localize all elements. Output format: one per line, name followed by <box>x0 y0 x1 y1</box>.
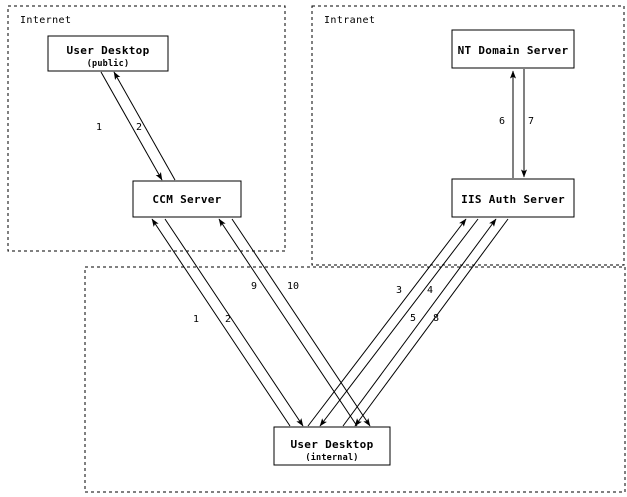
flow-label-6: 6 <box>499 116 505 127</box>
flow-line-9 <box>218 218 358 427</box>
zone-internal-box <box>84 266 626 493</box>
flow-label-1-internal: 1 <box>193 314 199 325</box>
node-user-desktop-internal-subtitle: (internal) <box>305 452 358 463</box>
flow-lines <box>100 69 527 427</box>
zone-boxes <box>7 5 626 493</box>
flow-line-1-public <box>100 71 163 181</box>
flow-line-1-internal <box>151 218 291 427</box>
flow-label-7: 7 <box>528 116 534 127</box>
flow-line-5 <box>342 218 497 427</box>
node-user-desktop-public-title: User Desktop <box>66 44 149 57</box>
flow-label-3: 3 <box>396 285 402 296</box>
node-nt-domain-server-title: NT Domain Server <box>458 44 569 57</box>
node-nt-domain-server-rect[interactable] <box>451 29 575 69</box>
zone-intranet-box <box>311 5 625 266</box>
node-ccm-server[interactable]: CCM Server <box>132 180 242 218</box>
flow-label-1-public: 1 <box>96 122 102 133</box>
zone-label-internet: Internet <box>20 15 71 26</box>
node-user-desktop-public-subtitle: (public) <box>87 58 130 69</box>
node-ccm-server-rect[interactable] <box>132 180 242 218</box>
flow-label-9: 9 <box>251 281 257 292</box>
flow-line-4 <box>319 218 479 427</box>
zone-internet-box <box>7 5 286 252</box>
node-iis-auth-server-rect[interactable] <box>451 178 575 218</box>
flow-line-10 <box>231 218 371 427</box>
flow-label-2-internal: 2 <box>225 314 231 325</box>
node-user-desktop-public[interactable]: User Desktop (public) <box>47 35 169 72</box>
flow-label-2-public: 2 <box>136 122 142 133</box>
flow-step-labels: 1 2 1 2 3 4 5 8 6 7 9 10 <box>96 116 534 325</box>
flow-label-4: 4 <box>427 285 433 296</box>
node-iis-auth-server[interactable]: IIS Auth Server <box>451 178 575 218</box>
node-nt-domain-server[interactable]: NT Domain Server <box>451 29 575 69</box>
flow-label-5: 5 <box>410 313 416 324</box>
flow-line-2-internal <box>164 218 304 427</box>
node-boxes: User Desktop (public) CCM Server NT Doma… <box>47 29 575 466</box>
node-iis-auth-server-title: IIS Auth Server <box>461 193 565 206</box>
zone-labels: Internet Intranet <box>20 15 375 26</box>
node-ccm-server-title: CCM Server <box>152 193 221 206</box>
node-user-desktop-internal-title: User Desktop <box>290 438 373 451</box>
flow-line-2-public <box>113 71 176 181</box>
node-user-desktop-public-rect[interactable] <box>47 35 169 72</box>
node-user-desktop-internal-rect[interactable] <box>273 426 391 466</box>
zone-label-intranet: Intranet <box>324 15 375 26</box>
node-user-desktop-internal[interactable]: User Desktop (internal) <box>273 426 391 466</box>
flow-line-8 <box>354 218 509 427</box>
flow-line-3 <box>307 218 467 427</box>
flow-label-10: 10 <box>287 281 299 292</box>
flow-label-8: 8 <box>433 313 439 324</box>
